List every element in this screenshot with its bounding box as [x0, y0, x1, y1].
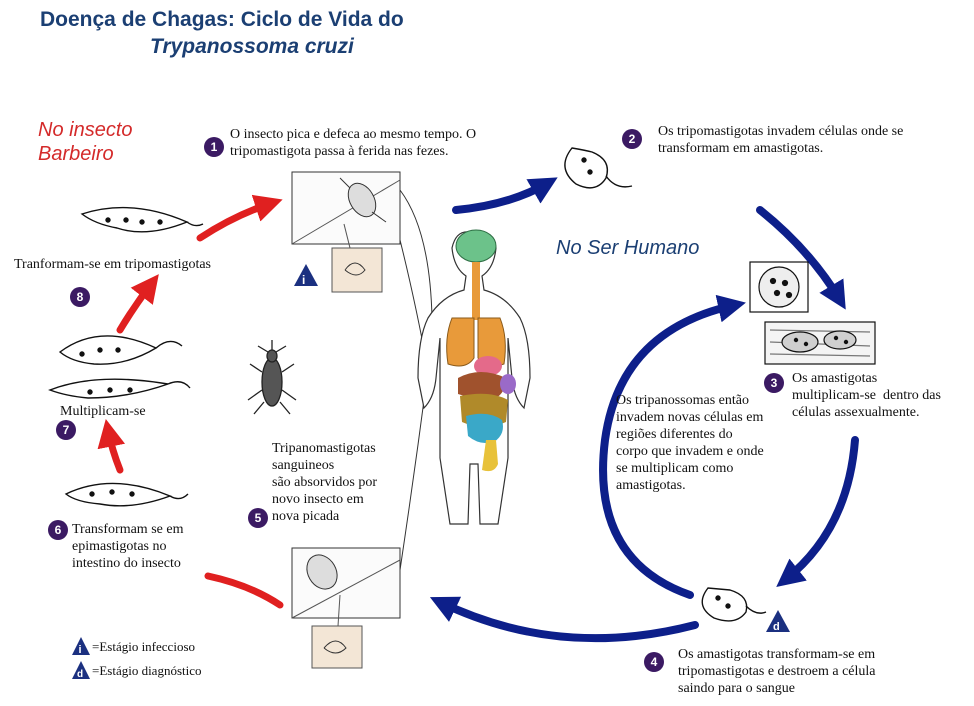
legend-infective-triangle-icon: i [72, 637, 90, 656]
diagnostic-stage-triangle-icon: d [766, 610, 790, 633]
bite-scene-bottom [291, 547, 401, 669]
step-2-badge: 2 [622, 129, 642, 149]
svg-text:i: i [79, 644, 82, 656]
step-5-badge: 5 [248, 508, 268, 528]
step-5-text: Tripanomastigotas sanguineos são absorvi… [272, 441, 377, 524]
title-line-1: Doença de Chagas: Ciclo de Vida do [40, 8, 404, 31]
human-cycle-arrows [429, 177, 859, 643]
arrow-5-to-6 [204, 572, 284, 609]
step-1-text: O insecto pica e defeca ao mesmo tempo. … [230, 127, 477, 159]
arrow-2-to-3 [756, 206, 846, 310]
trypomastigote-human-icon [564, 147, 633, 189]
step-6-badge: 6 [48, 520, 68, 540]
step-3-text: Os amastigotas multiplicam-se dentro das… [792, 371, 941, 420]
center-note-text: Os tripanossomas então invadem novas cél… [616, 393, 764, 493]
amastigote-cell-icon [749, 261, 876, 365]
svg-text:i: i [302, 273, 305, 287]
triatomine-bug-icon [247, 340, 297, 415]
step-8-badge: 8 [70, 287, 90, 307]
step-3-badge: 3 [764, 373, 784, 393]
arrow-4-to-3-loop [599, 294, 746, 599]
infective-stage-triangle-icon: i [294, 264, 318, 287]
human-zone-label: No Ser Humano [556, 237, 700, 259]
legend: i =Estágio infeccioso d =Estágio diagnós… [70, 636, 270, 686]
dividing-epimastigote-icon [48, 335, 191, 399]
trypomastigote-icon [80, 206, 204, 233]
step-4-badge: 4 [644, 652, 664, 672]
step-6-text: Transformam se em epimastigotas no intes… [72, 522, 184, 571]
step-4-text: Os amastigotas transformam-se em tripoma… [678, 647, 876, 696]
legend-diagnostic-label: =Estágio diagnóstico [92, 663, 202, 678]
arrow-3-to-4 [776, 436, 859, 587]
step-7-badge: 7 [56, 420, 76, 440]
step-2-text: Os tripomastigotas invadem células onde … [658, 124, 904, 156]
insect-zone-label: No insecto Barbeiro [38, 119, 133, 165]
step-1-badge: 1 [204, 137, 224, 157]
step-8-text: Tranformam-se em tripomastigotas [14, 257, 212, 272]
arrow-1-to-2 [452, 177, 558, 214]
arrow-7-to-8 [116, 274, 159, 334]
arrow-4-to-5 [429, 596, 699, 643]
human-body-icon [417, 229, 531, 525]
legend-diagnostic-triangle-icon: d [72, 661, 90, 680]
step-7-text: Multiplicam-se [60, 404, 146, 419]
trypomastigote-blood-icon [701, 587, 767, 622]
arrow-6-to-7 [97, 419, 126, 474]
svg-text:d: d [773, 621, 780, 633]
legend-infective-label: =Estágio infeccioso [92, 639, 195, 654]
bite-scene-top [291, 171, 401, 293]
epimastigote-icon [64, 482, 189, 507]
insect-cycle-arrows [97, 194, 284, 609]
title-line-2: Trypanossoma cruzi [150, 35, 354, 58]
svg-text:d: d [77, 669, 83, 680]
arrow-8-to-1 [196, 194, 283, 242]
